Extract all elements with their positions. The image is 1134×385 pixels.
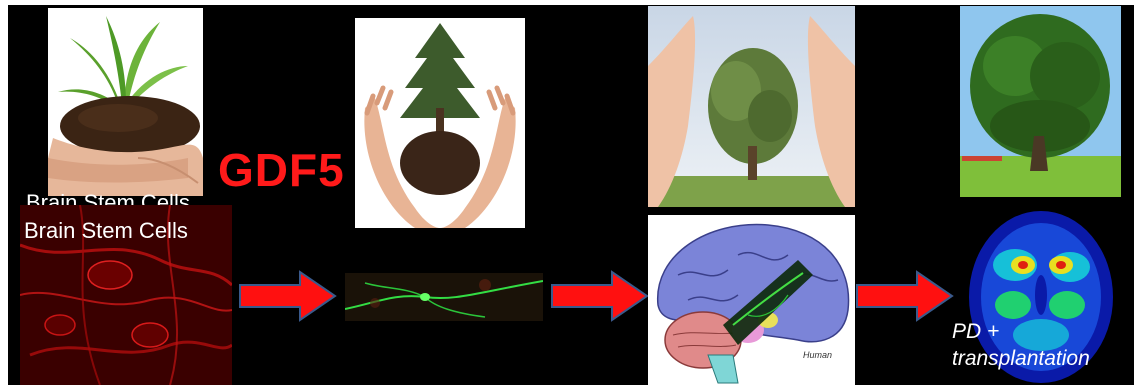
- stem-cells-label-shadow: Brain Stem Cells: [26, 191, 190, 205]
- brain-caption: Human: [803, 350, 832, 360]
- transplantation-line: transplantation: [952, 345, 1090, 372]
- sapling-in-hands-image: [355, 18, 525, 228]
- green-neuron-image: [345, 273, 543, 321]
- pd-line: PD +: [952, 318, 1090, 345]
- gdf5-label: GDF5: [218, 146, 345, 194]
- arrow-2: [550, 270, 650, 322]
- stem-cells-label: Brain Stem Cells: [24, 219, 188, 243]
- mature-oak-tree-image: [960, 6, 1121, 197]
- tree-between-hands-image: [648, 6, 855, 207]
- arrow-1: [238, 270, 338, 322]
- seedling-in-hands-image: [48, 8, 203, 196]
- arrow-3: [855, 270, 955, 322]
- pd-transplantation-label: PD + transplantation: [952, 318, 1090, 372]
